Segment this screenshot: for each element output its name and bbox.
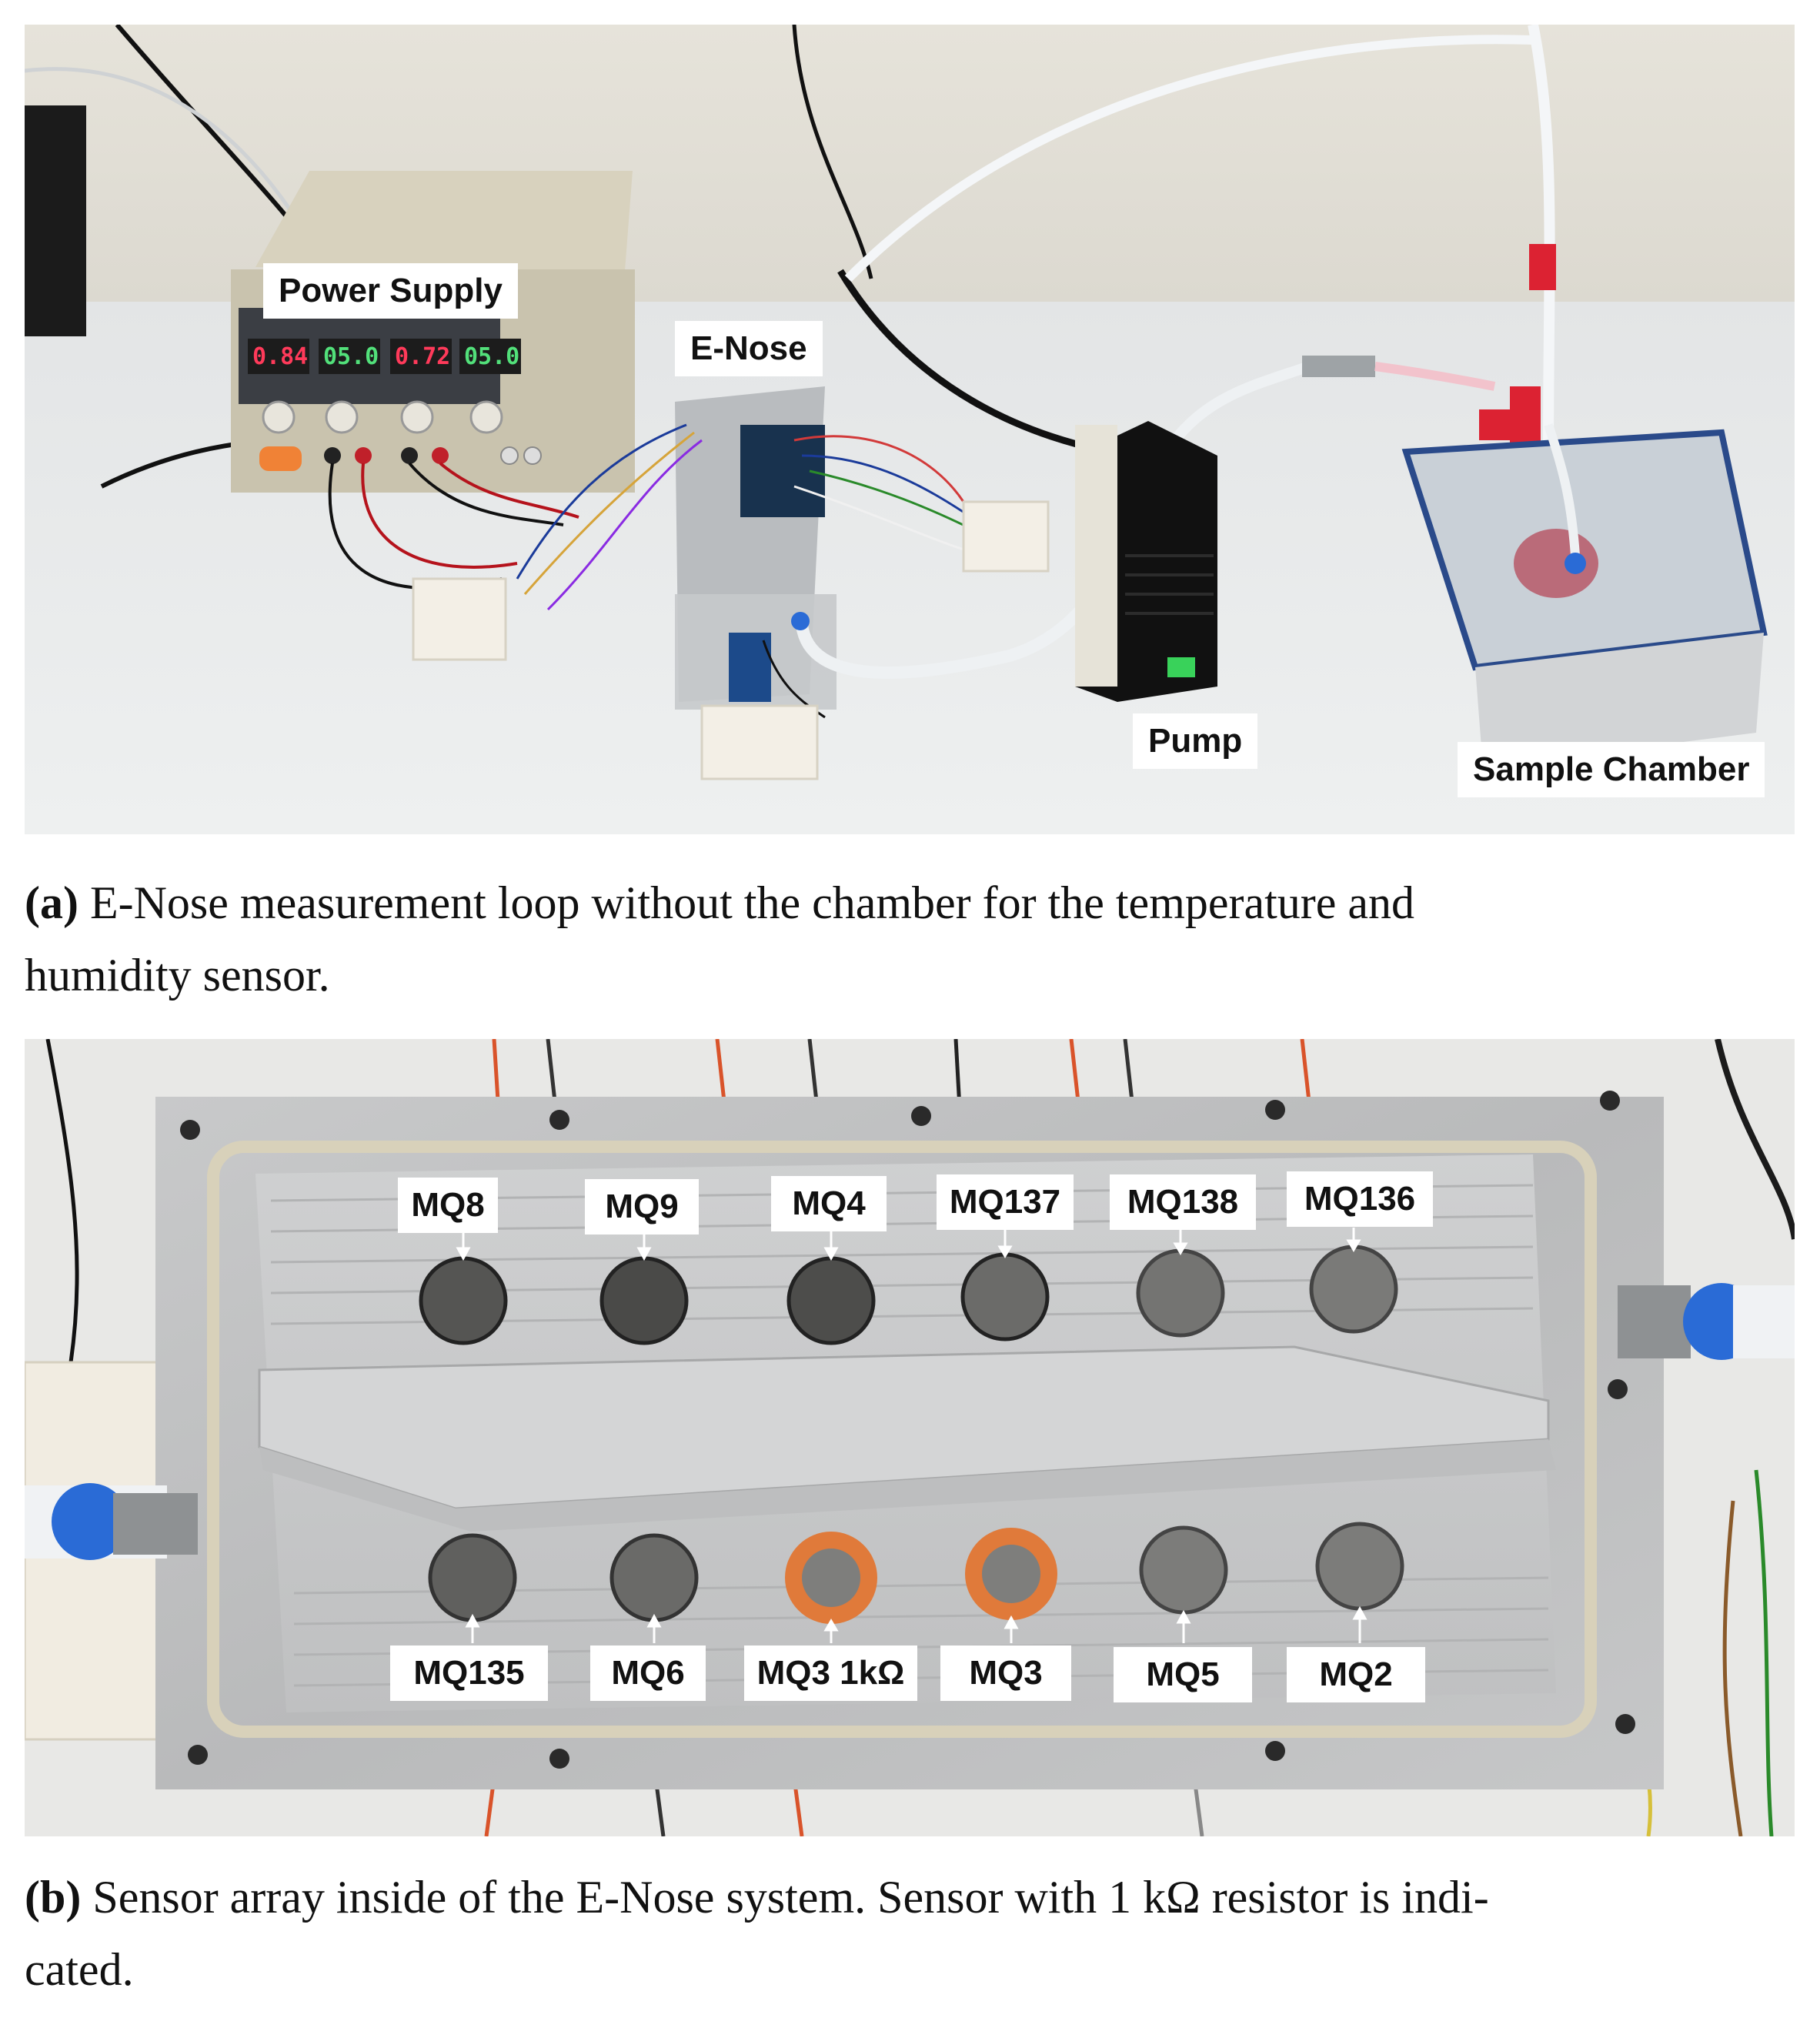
sensor-label-mq3: MQ3 bbox=[940, 1645, 1071, 1701]
display-voltage-2: 05.0 bbox=[464, 343, 519, 370]
pump-label: Pump bbox=[1133, 713, 1258, 769]
sensor-label-mq6: MQ6 bbox=[590, 1645, 706, 1701]
sensor-array-photo: MQ8 MQ9 MQ4 MQ137 MQ138 MQ136 MQ135 MQ6 … bbox=[25, 1039, 1795, 1836]
power-supply-label: Power Supply bbox=[263, 263, 518, 319]
caption-a-line2: humidity sensor. bbox=[25, 950, 330, 1001]
caption-b-tag: (b) bbox=[25, 1872, 82, 1923]
display-current-1: 0.84 bbox=[252, 343, 308, 370]
enose-label: E-Nose bbox=[675, 321, 823, 376]
sensor-label-mq138: MQ138 bbox=[1110, 1174, 1256, 1230]
display-current-2: 0.72 bbox=[395, 343, 450, 370]
sensor-label-mq4: MQ4 bbox=[771, 1176, 887, 1231]
caption-b-line2: cated. bbox=[25, 1944, 134, 1995]
caption-a-line1: E-Nose measurement loop without the cham… bbox=[89, 877, 1415, 928]
caption-a: (a) E-Nose measurement loop without the … bbox=[25, 867, 1795, 1011]
sensor-label-mq5: MQ5 bbox=[1114, 1647, 1252, 1702]
sensor-label-mq136: MQ136 bbox=[1287, 1171, 1433, 1227]
sensor-label-mq2: MQ2 bbox=[1287, 1647, 1425, 1702]
caption-a-tag: (a) bbox=[25, 877, 78, 928]
sensor-label-mq137: MQ137 bbox=[937, 1174, 1074, 1230]
caption-b: (b) Sensor array inside of the E-Nose sy… bbox=[25, 1861, 1795, 2006]
enose-setup-photo: 0.84 05.0 0.72 05.0 bbox=[25, 25, 1795, 834]
sensor-label-mq9: MQ9 bbox=[585, 1179, 699, 1235]
sample-chamber-label: Sample Chamber bbox=[1458, 742, 1765, 797]
sensor-label-mq8: MQ8 bbox=[398, 1178, 498, 1233]
sensor-label-mq3-1kohm: MQ3 1kΩ bbox=[744, 1645, 917, 1701]
display-voltage-1: 05.0 bbox=[323, 343, 379, 370]
sensor-array-illustration bbox=[25, 1039, 1795, 1836]
sensor-label-mq135: MQ135 bbox=[390, 1645, 548, 1701]
enose-setup-illustration: 0.84 05.0 0.72 05.0 bbox=[25, 25, 1795, 834]
caption-b-line1: Sensor array inside of the E-Nose system… bbox=[92, 1872, 1489, 1923]
